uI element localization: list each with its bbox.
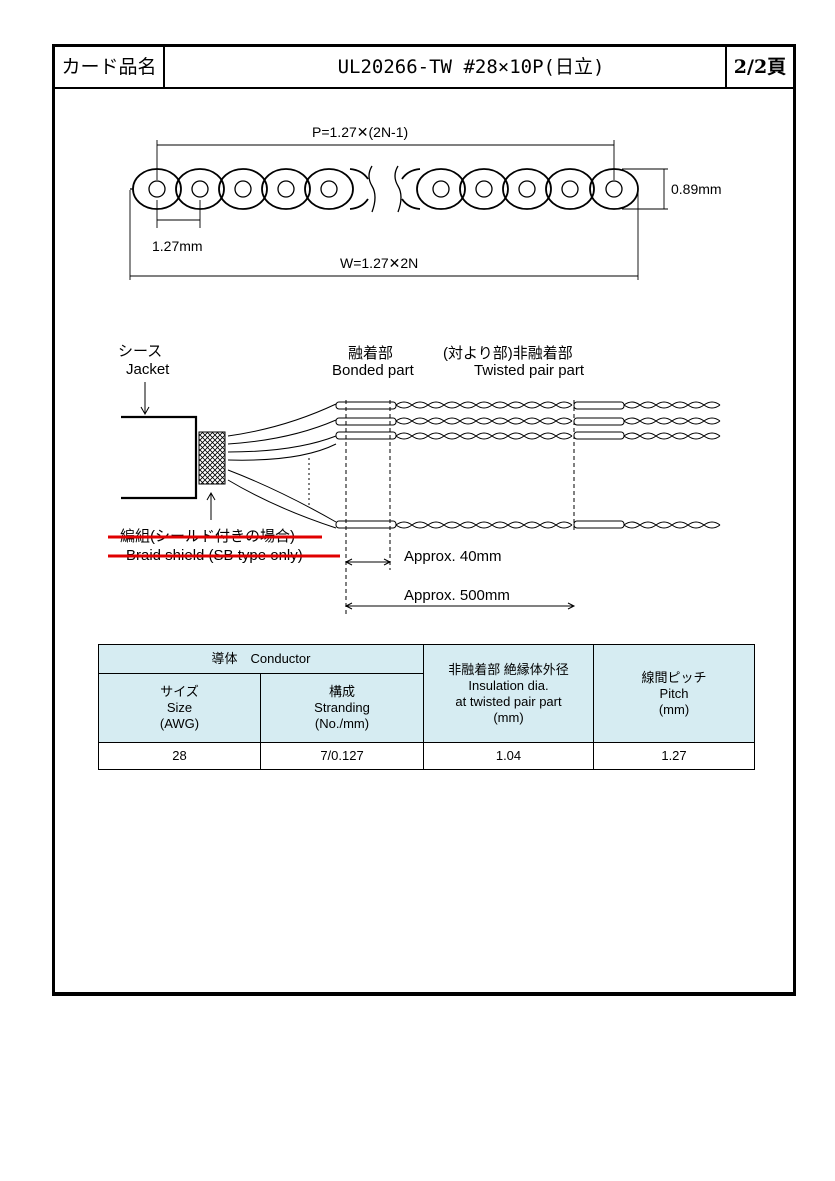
ribbon-conductors-right xyxy=(401,168,639,210)
stranding-value: 7/0.127 xyxy=(260,742,424,770)
cross-section-diagram: P=1.27✕(2N-1) 0.89mm 1.27mm W=1.27✕2N xyxy=(129,124,722,280)
card-label: カード品名 xyxy=(55,47,165,87)
conductor-header: 導体 Conductor xyxy=(98,644,424,674)
approx-500-label: Approx. 500mm xyxy=(404,587,510,604)
fan-out-wires xyxy=(227,403,337,529)
pitch-value: 1.27 xyxy=(593,742,755,770)
pitch-header: 線間ピッチ Pitch (mm) xyxy=(593,644,755,743)
bonded-label-en: Bonded part xyxy=(332,362,415,379)
ribbon-conductors-left xyxy=(130,168,369,210)
break-mark xyxy=(368,165,402,213)
bonded-wires xyxy=(335,401,625,529)
product-title: UL20266-TW #28×10P(日立) xyxy=(337,56,605,78)
size-value: 28 xyxy=(98,742,261,770)
spec-card: カード品名 UL20266-TW #28×10P(日立) 2/2頁 xyxy=(52,44,796,996)
table-row: 28 7/0.127 1.04 1.27 xyxy=(98,742,755,770)
side-view-diagram: シース Jacket 融着部 Bonded part (対より部)非融着部 Tw… xyxy=(108,343,721,615)
insulation-header: 非融着部 絶縁体外径 Insulation dia. at twisted pa… xyxy=(423,644,594,743)
size-header: サイズ Size (AWG) xyxy=(98,673,261,743)
stranding-header: 構成 Stranding (No./mm) xyxy=(260,673,424,743)
twisted-wires xyxy=(395,401,721,529)
bonded-label-jp: 融着部 xyxy=(348,345,393,362)
jacket-label-en: Jacket xyxy=(126,361,170,378)
twisted-label-jp: (対より部)非融着部 xyxy=(443,345,573,362)
insulation-value: 1.04 xyxy=(423,742,594,770)
pitch-label: 1.27mm xyxy=(152,238,203,254)
approx-40-label: Approx. 40mm xyxy=(404,548,502,565)
dimension-lines xyxy=(129,140,668,280)
pitch-formula: P=1.27✕(2N-1) xyxy=(312,124,408,140)
thickness-label: 0.89mm xyxy=(671,181,722,197)
braid-shield-mesh xyxy=(198,431,226,485)
page-number: 2/2頁 xyxy=(725,47,793,87)
table-cut-edge xyxy=(754,644,758,770)
jacket-label-jp: シース xyxy=(118,343,162,360)
jacket-outline xyxy=(121,415,198,500)
dimension-arrows xyxy=(344,558,576,610)
width-formula: W=1.27✕2N xyxy=(340,255,418,271)
spec-table: 導体 Conductor 非融着部 絶縁体外径 Insulation dia. … xyxy=(98,644,755,770)
card-header: カード品名 UL20266-TW #28×10P(日立) 2/2頁 xyxy=(55,47,793,89)
guide-lines xyxy=(345,400,575,615)
twisted-label-en: Twisted pair part xyxy=(474,362,585,379)
